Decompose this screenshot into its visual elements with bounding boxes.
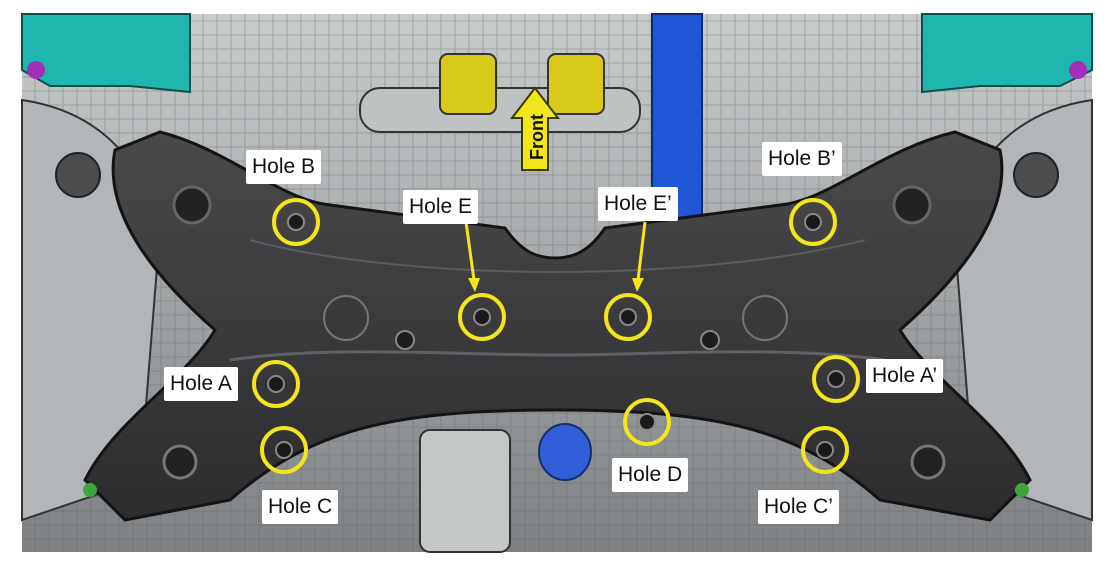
label-hole-a-prime-text: Hole A’ — [872, 364, 937, 387]
label-hole-e-prime: Hole E’ — [598, 187, 678, 221]
hole-highlight-ring-a — [252, 360, 300, 408]
label-hole-e: Hole E — [403, 190, 479, 224]
label-hole-e-prime-text: Hole E’ — [604, 192, 672, 215]
label-hole-c-prime: Hole C’ — [758, 490, 839, 524]
hole-marker-d — [623, 398, 671, 446]
hole-marker-a-prime — [812, 355, 860, 403]
boss-right — [742, 295, 788, 341]
hole-d — [638, 413, 656, 431]
hole-marker-e-prime — [604, 293, 652, 341]
teal-bracket-left — [21, 13, 191, 94]
leader-arrow-e-prime — [632, 221, 647, 292]
hole-b-prime — [804, 213, 822, 231]
purple-fastener-right — [1069, 61, 1087, 79]
hole-a-prime — [827, 370, 845, 388]
hole-highlight-ring-e-prime — [604, 293, 652, 341]
label-hole-a-text: Hole A — [170, 372, 232, 395]
label-hole-b-prime-text: Hole B’ — [768, 147, 836, 170]
boss-left — [323, 295, 369, 341]
hole-e — [473, 308, 491, 326]
left-arm-bushing — [55, 152, 101, 198]
hole-marker-e — [458, 293, 506, 341]
label-hole-c: Hole C — [262, 490, 339, 524]
rear-left-mount — [162, 444, 198, 480]
lower-pipe — [419, 429, 511, 553]
subframe-upper-edge — [249, 239, 866, 274]
hole-highlight-ring-c — [260, 426, 308, 474]
lower-blue-part — [538, 423, 592, 481]
hole-c — [275, 441, 293, 459]
hole-c-prime — [816, 441, 834, 459]
hole-a — [267, 375, 285, 393]
green-fastener-right — [1015, 483, 1029, 497]
front-right-mount — [892, 185, 932, 225]
label-hole-b: Hole B — [246, 150, 322, 184]
yellow-component-right — [547, 53, 605, 115]
hole-b — [287, 213, 305, 231]
label-hole-d: Hole D — [612, 458, 689, 492]
front-arrow-text: Front — [527, 114, 547, 160]
label-hole-a-prime: Hole A’ — [866, 359, 943, 393]
label-hole-c-text: Hole C — [268, 495, 333, 518]
front-left-mount — [172, 185, 212, 225]
green-fastener-left — [83, 483, 97, 497]
rear-right-mount — [910, 444, 946, 480]
right-arm-bushing — [1013, 152, 1059, 198]
yellow-component-left — [439, 53, 497, 115]
bolt-left — [395, 330, 415, 350]
hole-marker-c — [260, 426, 308, 474]
label-hole-b-text: Hole B — [252, 155, 316, 178]
front-arrow-shape — [509, 86, 561, 171]
hole-marker-a — [252, 360, 300, 408]
label-hole-e-text: Hole E — [409, 195, 473, 218]
label-hole-d-text: Hole D — [618, 463, 683, 486]
hole-highlight-ring-e — [458, 293, 506, 341]
front-arrow: Front — [509, 86, 561, 171]
hole-marker-b — [272, 198, 320, 246]
hole-e-prime — [619, 308, 637, 326]
purple-fastener-left — [27, 61, 45, 79]
hole-marker-b-prime — [789, 198, 837, 246]
hole-marker-c-prime — [801, 426, 849, 474]
bolt-right — [700, 330, 720, 350]
hole-highlight-ring-a-prime — [812, 355, 860, 403]
label-hole-b-prime: Hole B’ — [762, 142, 842, 176]
subframe-crossmember-edge — [229, 350, 886, 362]
leader-arrow-e — [464, 221, 480, 292]
label-hole-c-prime-text: Hole C’ — [764, 495, 833, 518]
teal-bracket-right — [921, 13, 1093, 94]
hole-highlight-ring-b — [272, 198, 320, 246]
hole-highlight-ring-b-prime — [789, 198, 837, 246]
label-hole-a: Hole A — [164, 367, 238, 401]
hole-highlight-ring-d — [623, 398, 671, 446]
hole-highlight-ring-c-prime — [801, 426, 849, 474]
